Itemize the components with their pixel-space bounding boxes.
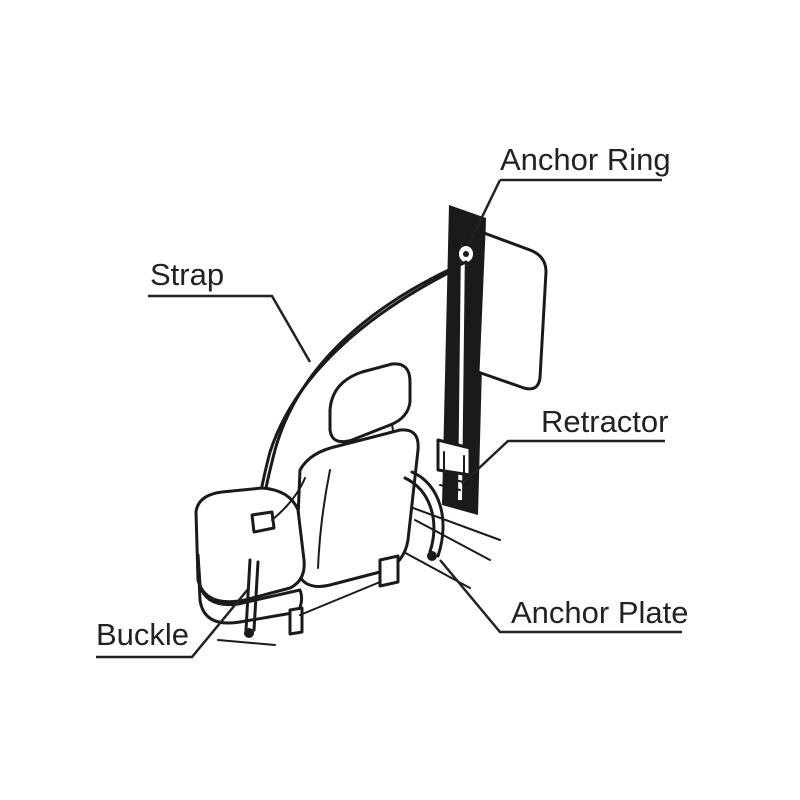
side-window (476, 231, 548, 391)
callout-retractor: Retractor (461, 404, 668, 485)
anchor-plate-part (403, 470, 445, 561)
callout-buckle: Buckle (96, 587, 250, 659)
buckle-part (244, 477, 306, 638)
callout-strap: Strap (148, 257, 312, 363)
label-buckle: Buckle (96, 617, 189, 652)
callout-anchor-ring: Anchor Ring (466, 142, 671, 247)
car-seat (194, 362, 420, 636)
label-anchor-plate: Anchor Plate (511, 595, 689, 630)
label-retractor: Retractor (541, 404, 668, 439)
label-anchor-ring: Anchor Ring (500, 142, 671, 177)
label-strap: Strap (150, 257, 224, 292)
callout-anchor-plate: Anchor Plate (439, 559, 689, 634)
anchor-ring-part (457, 244, 475, 264)
